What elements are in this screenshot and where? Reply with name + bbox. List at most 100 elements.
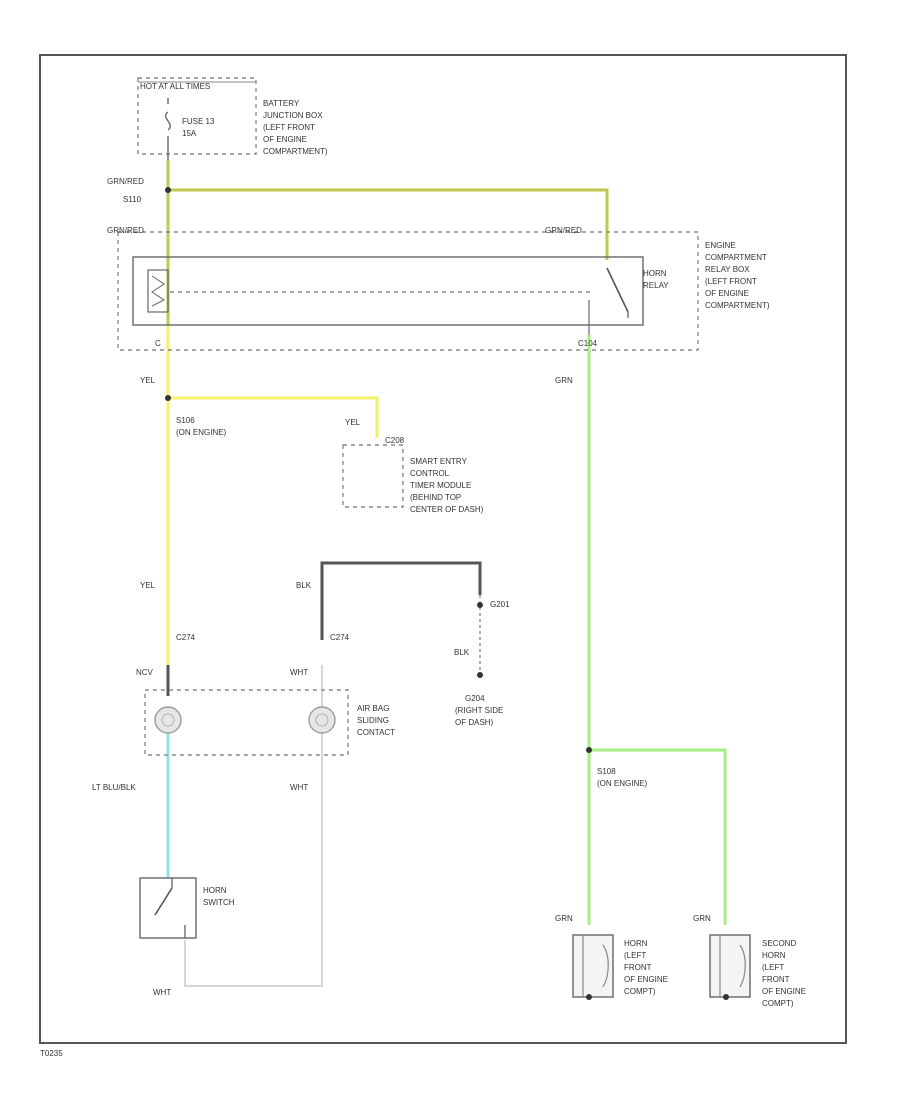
clockspring-left-inner-icon — [161, 713, 175, 727]
wire-yel-to-module — [168, 396, 379, 438]
second-horn-label-6: COMPT) — [762, 999, 794, 1008]
battery-box-label-2: JUNCTION BOX — [263, 111, 323, 120]
wire-wht-label-1: WHT — [290, 668, 308, 677]
clockspring-right-icon — [308, 706, 336, 734]
horn-relay-label-1: HORN — [643, 269, 667, 278]
wire-blk-label-1: BLK — [296, 581, 312, 590]
ground-g204-label-3: OF DASH) — [455, 718, 494, 727]
splice-s110-label: S110 — [123, 195, 142, 204]
ground-g204-label-2: (RIGHT SIDE — [455, 706, 503, 715]
battery-box-label-3: (LEFT FRONT — [263, 123, 315, 132]
ground-g201-label: G201 — [490, 600, 510, 609]
splice-s108-label-1: S108 — [597, 767, 616, 776]
airbag-label-1: AIR BAG — [357, 704, 389, 713]
splice-s108-label-2: (ON ENGINE) — [597, 779, 648, 788]
horn-relay-label-2: RELAY — [643, 281, 669, 290]
smart-module-label-3: TIMER MODULE — [410, 481, 471, 490]
horn-left-label-3: FRONT — [624, 963, 652, 972]
horn-switch-label-2: SWITCH — [203, 898, 235, 907]
wire-yel-label-1: YEL — [140, 376, 156, 385]
relay-box-label-5: OF ENGINE — [705, 289, 749, 298]
smart-module-label-5: CENTER OF DASH) — [410, 505, 484, 514]
splice-s110-dot — [165, 187, 171, 193]
wire-wht-label-3: WHT — [153, 988, 171, 997]
relay-box-label-4: (LEFT FRONT — [705, 277, 757, 286]
horn-switch-label-1: HORN — [203, 886, 227, 895]
battery-junction-box-outline — [137, 77, 257, 155]
wire-grn-label-3: GRN — [693, 914, 711, 923]
relay-coil-icon — [147, 269, 169, 313]
wire-grn-label-1: GRN — [555, 376, 573, 385]
horn-left-label-1: HORN — [624, 939, 648, 948]
second-horn-ground-dot — [723, 994, 729, 1000]
wire-grn-red-label-1: GRN/RED — [107, 177, 144, 186]
horn-left-body — [572, 934, 614, 998]
clockspring-right-inner-icon — [315, 713, 329, 727]
wire-yel-label-3: YEL — [140, 581, 156, 590]
battery-box-label-1: BATTERY — [263, 99, 300, 108]
wire-grn-red-label-right: GRN/RED — [545, 226, 582, 235]
wire-blk-ground — [320, 561, 482, 640]
air-bag-sliding-contact-outline — [144, 689, 349, 756]
splice-s106-label-2: (ON ENGINE) — [176, 428, 227, 437]
ground-g201-dot — [477, 602, 483, 608]
wire-wht-label-2: WHT — [290, 783, 308, 792]
wire-blk-label-2: BLK — [454, 648, 470, 657]
splice-s108-dot — [586, 747, 592, 753]
hot-at-all-times-label: HOT AT ALL TIMES — [140, 82, 210, 91]
splice-s106-dot — [165, 395, 171, 401]
clockspring-left-icon — [154, 706, 182, 734]
fuse-label-line-1: FUSE 13 — [182, 117, 215, 126]
wire-grn-red-relay-switch — [168, 188, 609, 260]
fuse-label-line-2: 15A — [182, 129, 197, 138]
wire-grn-red-label-left: GRN/RED — [107, 226, 144, 235]
fuse-13-icon — [165, 98, 171, 160]
wire-grn-second-horn — [589, 748, 727, 925]
second-horn-label-1: SECOND — [762, 939, 796, 948]
smart-entry-module-outline — [342, 444, 404, 508]
horn-switch-contact-icon — [154, 887, 173, 916]
horn-relay-body — [132, 256, 644, 326]
wire-wht — [184, 665, 323, 987]
battery-box-label-4: OF ENGINE — [263, 135, 307, 144]
ground-g204-label-1: G204 — [465, 694, 485, 703]
connector-c208-label: C208 — [385, 436, 405, 445]
relay-box-label-1: ENGINE — [705, 241, 736, 250]
horn-left-label-2: (LEFT — [624, 951, 646, 960]
smart-module-label-2: CONTROL — [410, 469, 450, 478]
relay-box-label-2: COMPARTMENT — [705, 253, 767, 262]
second-horn-label-3: (LEFT — [762, 963, 784, 972]
relay-box-label-6: COMPARTMENT) — [705, 301, 770, 310]
battery-box-label-5: COMPARTMENT) — [263, 147, 328, 156]
horn-left-label-4: OF ENGINE — [624, 975, 668, 984]
diagram-id-label: T0235 — [40, 1049, 63, 1058]
wire-ncv-label: NCV — [136, 668, 154, 677]
smart-module-label-1: SMART ENTRY — [410, 457, 468, 466]
connector-c104-label: C104 — [578, 339, 598, 348]
second-horn-body — [709, 934, 751, 998]
airbag-label-2: SLIDING — [357, 716, 389, 725]
connector-c274-left-label: C274 — [176, 633, 196, 642]
relay-box-label-3: RELAY BOX — [705, 265, 750, 274]
second-horn-label-4: FRONT — [762, 975, 790, 984]
second-horn-label-5: OF ENGINE — [762, 987, 806, 996]
splice-s106-label-1: S106 — [176, 416, 195, 425]
smart-module-label-4: (BEHIND TOP — [410, 493, 461, 502]
diagram-frame — [39, 54, 847, 1044]
airbag-label-3: CONTACT — [357, 728, 395, 737]
horn-left-ground-dot — [586, 994, 592, 1000]
second-horn-icon — [719, 935, 746, 997]
second-horn-label-2: HORN — [762, 951, 786, 960]
wire-yel-label-2: YEL — [345, 418, 361, 427]
horn-left-label-5: COMPT) — [624, 987, 656, 996]
wire-grn-label-2: GRN — [555, 914, 573, 923]
ground-g204-dot — [477, 672, 483, 678]
horn-left-icon — [582, 935, 609, 997]
connector-c274-right-label: C274 — [330, 633, 350, 642]
horn-switch-body — [139, 877, 197, 939]
relay-coil-winding-icon — [151, 275, 165, 307]
wire-lt-blu-blk-label: LT BLU/BLK — [92, 783, 136, 792]
connector-c-left-label: C — [155, 339, 161, 348]
relay-box-outline — [117, 231, 699, 351]
